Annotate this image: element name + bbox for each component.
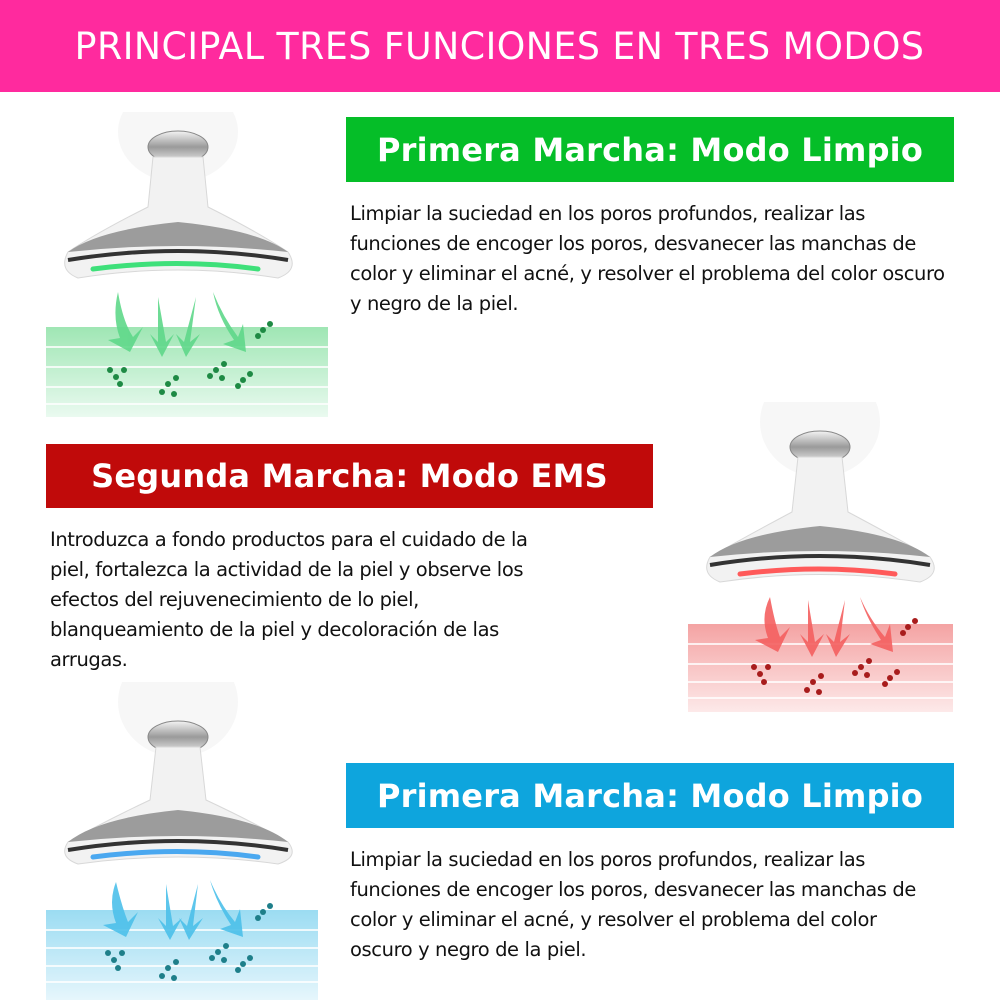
mode-1-description: Limpiar la suciedad en los poros profund… xyxy=(350,202,945,315)
mode-3-header: Primera Marcha: Modo Limpio xyxy=(346,763,954,828)
mode-3-description: Limpiar la suciedad en los poros profund… xyxy=(350,848,916,961)
mode-2-header: Segunda Marcha: Modo EMS xyxy=(46,444,653,508)
mode-1-header: Primera Marcha: Modo Limpio xyxy=(346,117,954,182)
mode-3-title: Primera Marcha: Modo Limpio xyxy=(376,776,924,815)
mode-2-title: Segunda Marcha: Modo EMS xyxy=(91,457,608,495)
mode-1-title: Primera Marcha: Modo Limpio xyxy=(376,130,924,169)
device-illustration-blue xyxy=(38,682,328,1000)
neck-massager-blue-icon xyxy=(46,682,318,1000)
top-banner: PRINCIPAL TRES FUNCIONES EN TRES MODOS xyxy=(0,0,1000,92)
neck-massager-green-icon xyxy=(46,112,328,417)
device-illustration-red xyxy=(680,402,970,717)
mode-2-description: Introduzca a fondo productos para el cui… xyxy=(50,528,528,671)
device-illustration-green xyxy=(38,112,328,422)
page-title: PRINCIPAL TRES FUNCIONES EN TRES MODOS xyxy=(75,24,925,68)
neck-massager-red-icon xyxy=(688,402,953,712)
